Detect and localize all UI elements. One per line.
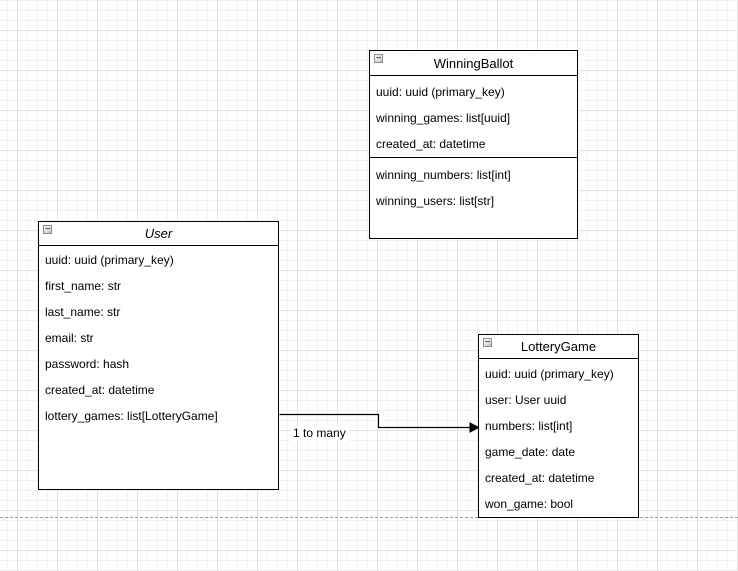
- attribute-section: uuid: uuid (primary_key) user: User uuid…: [479, 359, 638, 517]
- attribute-row[interactable]: game_date: date: [485, 445, 576, 459]
- attribute-row[interactable]: winning_users: list[str]: [376, 194, 495, 208]
- section-divider: [370, 157, 577, 158]
- collapse-icon[interactable]: −: [374, 52, 383, 64]
- attribute-row[interactable]: created_at: datetime: [45, 383, 155, 397]
- attribute-row[interactable]: last_name: str: [45, 305, 121, 319]
- edge-label[interactable]: 1 to many: [291, 426, 348, 441]
- attribute-row[interactable]: email: str: [45, 331, 94, 345]
- attribute-row[interactable]: uuid: uuid (primary_key): [376, 85, 505, 99]
- attribute-row[interactable]: winning_games: list[uuid]: [376, 111, 511, 125]
- attribute-row[interactable]: first_name: str: [45, 279, 122, 293]
- attribute-section: uuid: uuid (primary_key) winning_games: …: [370, 76, 577, 157]
- attribute-row[interactable]: user: User uuid: [485, 393, 567, 407]
- class-lotterygame-title-bar[interactable]: − LotteryGame: [479, 335, 638, 359]
- attribute-row[interactable]: numbers: list[int]: [485, 419, 573, 433]
- class-title: User: [144, 226, 173, 241]
- collapse-icon[interactable]: −: [43, 223, 52, 235]
- attribute-row[interactable]: created_at: datetime: [376, 137, 486, 151]
- attribute-row[interactable]: lottery_games: list[LotteryGame]: [45, 409, 218, 423]
- class-winningballot[interactable]: − WinningBallot uuid: uuid (primary_key)…: [369, 50, 578, 239]
- class-title: WinningBallot: [433, 55, 514, 71]
- attribute-section: winning_numbers: list[int] winning_users…: [370, 158, 577, 214]
- attribute-row[interactable]: winning_numbers: list[int]: [376, 168, 511, 182]
- attribute-section: uuid: uuid (primary_key) first_name: str…: [39, 246, 278, 429]
- class-user-title-bar[interactable]: − User: [39, 222, 278, 246]
- page-boundary-line: [0, 517, 738, 518]
- attribute-row[interactable]: won_game: bool: [485, 497, 574, 511]
- class-title: LotteryGame: [520, 339, 597, 354]
- attribute-row[interactable]: uuid: uuid (primary_key): [45, 253, 174, 267]
- collapse-icon[interactable]: −: [483, 336, 492, 348]
- attribute-row[interactable]: uuid: uuid (primary_key): [485, 367, 614, 381]
- class-lotterygame[interactable]: − LotteryGame uuid: uuid (primary_key) u…: [478, 334, 639, 518]
- attribute-row[interactable]: created_at: datetime: [485, 471, 595, 485]
- class-winningballot-title-bar[interactable]: − WinningBallot: [370, 51, 577, 76]
- class-user[interactable]: − User uuid: uuid (primary_key) first_na…: [38, 221, 279, 490]
- attribute-row[interactable]: password: hash: [45, 357, 130, 371]
